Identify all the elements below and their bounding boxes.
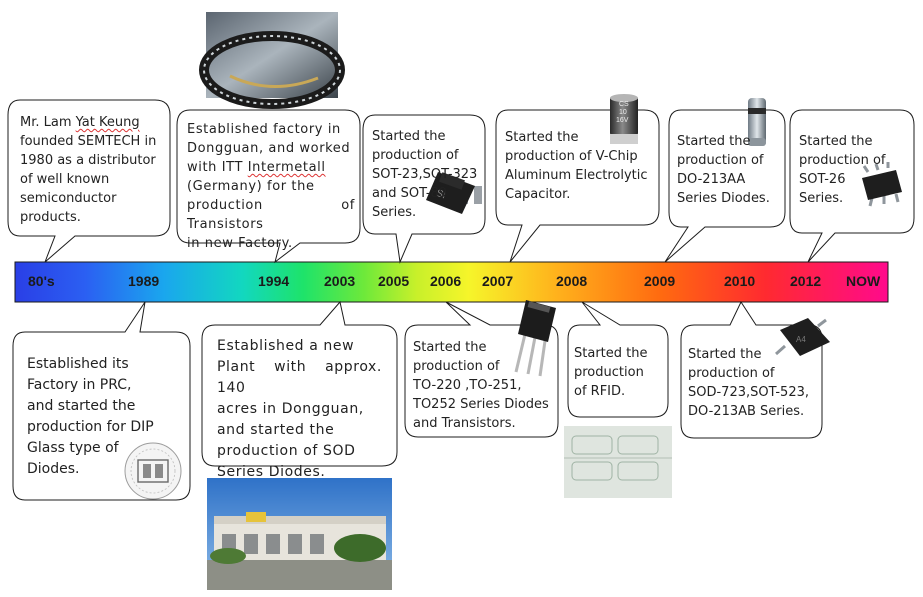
event-2006-text: Started the production of TO-220 ,TO-251… xyxy=(413,340,549,431)
sod723-chip-icon: A4 xyxy=(775,318,830,356)
event-2010-text: Started the production of SOD-723,SOT-52… xyxy=(688,347,809,419)
timeline-label: 2007 xyxy=(482,273,514,289)
bubble-2007 xyxy=(495,109,660,263)
event-2012-text: Started the production of SOT-26 Series. xyxy=(799,134,886,206)
bubble-2009 xyxy=(664,109,786,263)
capacitor-icon: CS 10 16V xyxy=(610,94,638,144)
timeline-label: 2009 xyxy=(644,273,676,289)
svg-text:10: 10 xyxy=(619,109,627,116)
rfid-photo xyxy=(564,426,672,498)
factory-building-photo xyxy=(207,478,392,590)
timeline-label: NOW xyxy=(846,273,881,289)
event-1994-text: Established factory in Dongguan, and wor… xyxy=(187,122,355,251)
svg-text:A4: A4 xyxy=(796,335,806,344)
svg-text:CS: CS xyxy=(619,101,629,108)
timeline-label: 1989 xyxy=(128,273,160,289)
bubble-2003 xyxy=(201,300,398,467)
svg-text:16V: 16V xyxy=(616,117,629,124)
event-1989-text: Established its Factory in PRC, and star… xyxy=(27,356,154,477)
timeline-label: 2010 xyxy=(724,273,756,289)
timeline-label: 2006 xyxy=(430,273,462,289)
diode-tray-icon xyxy=(124,442,182,500)
svg-text:SI: SI xyxy=(435,188,448,202)
timeline-label: 2012 xyxy=(790,273,822,289)
sot26-chip-icon xyxy=(862,162,902,207)
timeline-label: 80's xyxy=(28,273,55,289)
bubble-2012 xyxy=(789,109,915,263)
event-2003-text: Established a new Plant with approx. 140… xyxy=(217,338,382,480)
event-2007-text: Started the production of V-Chip Aluminu… xyxy=(505,130,648,202)
bubble-2006 xyxy=(404,301,559,438)
timeline-label: 2003 xyxy=(324,273,356,289)
timeline-label: 1994 xyxy=(258,273,290,289)
event-2008-text: Started the production of RFID. xyxy=(574,346,648,399)
sot89-chip-icon: SI xyxy=(426,172,482,214)
timeline-label: 2005 xyxy=(378,273,410,289)
bubble-2008 xyxy=(567,301,669,418)
bubble-2005 xyxy=(362,114,486,264)
timeline-bar xyxy=(14,261,889,303)
event-80s-text: Mr. Lam Yat Keung founded SEMTECH in 198… xyxy=(20,115,157,225)
tape-reel-photo xyxy=(199,12,345,109)
melf-diode-icon xyxy=(748,98,766,146)
event-2005-text: Started the production of SOT-23,SOT-323… xyxy=(372,129,478,220)
to220-package-icon xyxy=(514,300,556,377)
timeline-label: 2008 xyxy=(556,273,588,289)
event-2009-text: Started the production of DO-213AA Serie… xyxy=(677,134,770,206)
bubble-80s xyxy=(7,99,171,263)
bubble-1994 xyxy=(176,109,361,264)
